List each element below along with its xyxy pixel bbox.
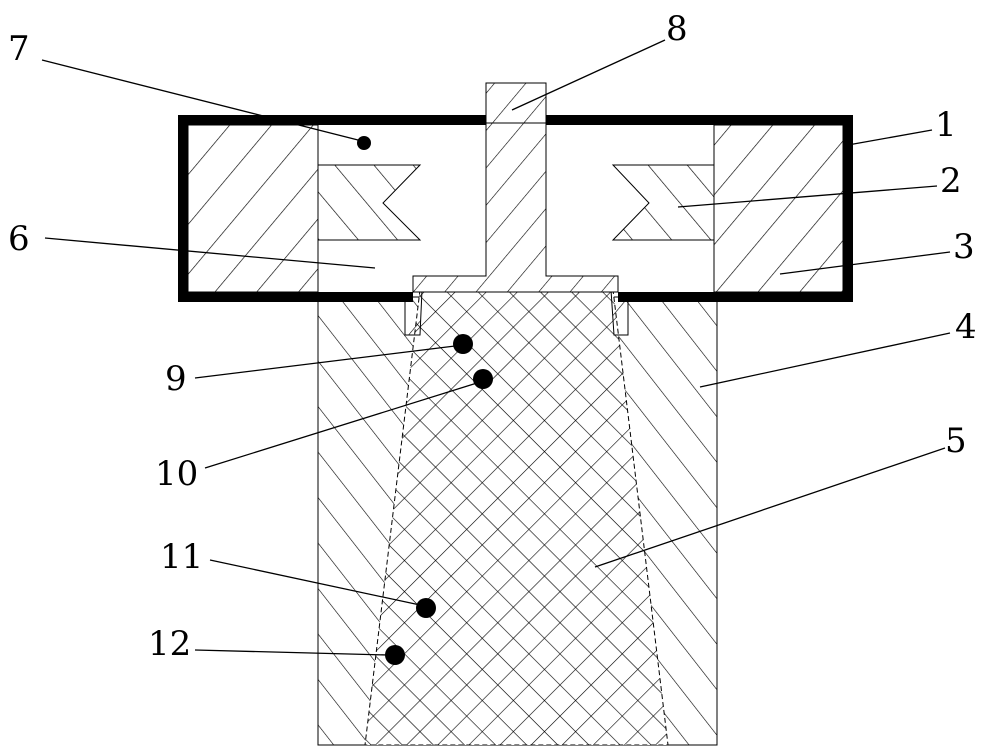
leader-6 xyxy=(44,237,376,269)
label-9: 9 xyxy=(165,359,187,399)
part-3-right-block xyxy=(713,124,844,293)
point-11 xyxy=(416,598,436,618)
point-7 xyxy=(357,136,371,150)
point-10 xyxy=(473,369,493,389)
label-2: 2 xyxy=(940,161,962,201)
label-6: 6 xyxy=(8,219,30,259)
leader-9 xyxy=(194,345,456,379)
leader-12 xyxy=(194,649,389,656)
label-1: 1 xyxy=(935,105,957,145)
part-2-right-chevron xyxy=(611,164,715,241)
point-9 xyxy=(453,334,473,354)
leader-1 xyxy=(847,129,933,146)
label-3: 3 xyxy=(953,227,975,267)
label-5: 5 xyxy=(945,421,967,461)
leader-8 xyxy=(511,39,666,111)
leader-4 xyxy=(699,332,951,388)
label-10: 10 xyxy=(155,454,198,494)
leader-2 xyxy=(677,185,938,208)
part-2-left-chevron xyxy=(317,164,422,241)
leader-3 xyxy=(779,251,951,275)
point-12 xyxy=(385,645,405,665)
label-7: 7 xyxy=(8,29,30,69)
label-8: 8 xyxy=(666,9,688,49)
label-11: 11 xyxy=(160,537,203,577)
leader-10 xyxy=(204,382,478,469)
label-12: 12 xyxy=(148,624,191,664)
leader-7 xyxy=(41,59,359,141)
leader-11 xyxy=(209,559,421,606)
label-4: 4 xyxy=(955,307,977,347)
leader-5 xyxy=(594,447,946,568)
part-3-left-block xyxy=(187,124,319,293)
part-1-casing-outline xyxy=(178,115,853,302)
